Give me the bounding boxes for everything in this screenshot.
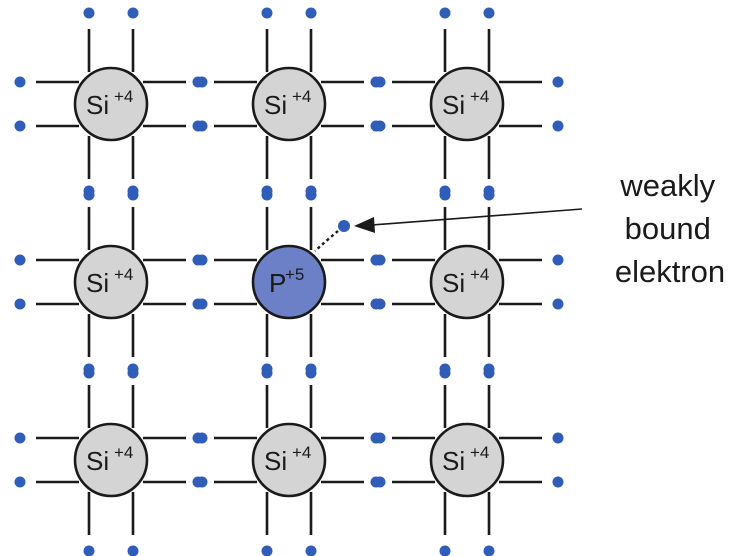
electron — [127, 7, 139, 19]
electron — [370, 476, 382, 488]
electron — [370, 298, 382, 310]
electron — [192, 76, 204, 88]
host-atom-circle — [73, 422, 149, 498]
atom-p-r1c1: P+5 — [251, 244, 327, 320]
electron — [552, 76, 564, 88]
electron — [483, 363, 495, 375]
electron — [552, 254, 564, 266]
atom-charge: +4 — [470, 265, 489, 284]
atom-charge: +4 — [292, 87, 311, 106]
electron — [305, 185, 317, 197]
atom-si-r2c2: Si +4 — [429, 422, 505, 498]
electron — [14, 298, 26, 310]
atom-si-r0c0: Si +4 — [73, 66, 149, 142]
electron — [552, 432, 564, 444]
atom-si-r2c1: Si +4 — [251, 422, 327, 498]
atom-symbol: Si — [86, 446, 109, 476]
atom-charge: +4 — [114, 443, 133, 462]
atom-symbol: Si — [264, 446, 287, 476]
host-atom-circle — [73, 66, 149, 142]
electron — [305, 363, 317, 375]
electron — [14, 476, 26, 488]
electron — [127, 363, 139, 375]
electron — [370, 432, 382, 444]
electron — [261, 545, 273, 556]
electron — [14, 254, 26, 266]
atom-charge: +4 — [292, 443, 311, 462]
electron — [370, 76, 382, 88]
electron — [552, 120, 564, 132]
electron — [439, 363, 451, 375]
electron — [370, 254, 382, 266]
annotation-label: weakly bound elektron — [615, 168, 725, 289]
host-atom-circle — [429, 422, 505, 498]
annotation-line-1: weakly — [619, 168, 715, 203]
atom-si-r1c2: Si +4 — [429, 244, 505, 320]
electron — [192, 254, 204, 266]
atom-symbol: Si — [442, 446, 465, 476]
electron — [83, 185, 95, 197]
atom-symbol: P — [269, 268, 286, 298]
atom-charge: +4 — [470, 87, 489, 106]
atom-si-r2c0: Si +4 — [73, 422, 149, 498]
electron — [14, 76, 26, 88]
electron — [127, 185, 139, 197]
electron — [192, 120, 204, 132]
host-atom-circle — [73, 244, 149, 320]
atom-symbol: Si — [86, 90, 109, 120]
electron — [483, 545, 495, 556]
atom-symbol: Si — [442, 268, 465, 298]
atom-si-r1c0: Si +4 — [73, 244, 149, 320]
electron — [305, 7, 317, 19]
electron — [483, 7, 495, 19]
electron — [83, 363, 95, 375]
electron — [305, 545, 317, 556]
atom-si-r0c1: Si +4 — [251, 66, 327, 142]
bond-layer — [36, 29, 542, 535]
electron — [192, 298, 204, 310]
atom-symbol: Si — [442, 90, 465, 120]
atom-si-r0c2: Si +4 — [429, 66, 505, 142]
electron — [552, 298, 564, 310]
electron — [14, 120, 26, 132]
electron — [261, 7, 273, 19]
weakly-bound-electron-pointer — [314, 208, 583, 252]
arrow-head-icon — [354, 217, 375, 233]
atom-charge: +4 — [114, 265, 133, 284]
annotation-line-2: bound — [625, 211, 711, 246]
electron — [261, 363, 273, 375]
electron — [439, 545, 451, 556]
host-atom-circle — [251, 422, 327, 498]
electron — [483, 185, 495, 197]
arrow-shaft — [371, 208, 583, 226]
electron — [192, 476, 204, 488]
atom-symbol: Si — [86, 268, 109, 298]
electron — [261, 185, 273, 197]
weakly-bound-electron — [338, 220, 350, 232]
dashed-bond-connector — [314, 230, 339, 252]
electron — [83, 7, 95, 19]
atom-charge: +5 — [285, 265, 304, 284]
electron — [439, 7, 451, 19]
electron — [83, 545, 95, 556]
electron-layer — [14, 7, 564, 556]
electron — [192, 432, 204, 444]
electron — [14, 432, 26, 444]
atom-symbol: Si — [264, 90, 287, 120]
host-atom-circle — [251, 66, 327, 142]
electron — [439, 185, 451, 197]
atom-charge: +4 — [470, 443, 489, 462]
annotation-line-3: elektron — [615, 254, 725, 289]
electron — [370, 120, 382, 132]
electron — [127, 545, 139, 556]
dopant-atom-circle — [251, 244, 327, 320]
atom-charge: +4 — [114, 87, 133, 106]
electron — [552, 476, 564, 488]
host-atom-circle — [429, 244, 505, 320]
host-atom-circle — [429, 66, 505, 142]
